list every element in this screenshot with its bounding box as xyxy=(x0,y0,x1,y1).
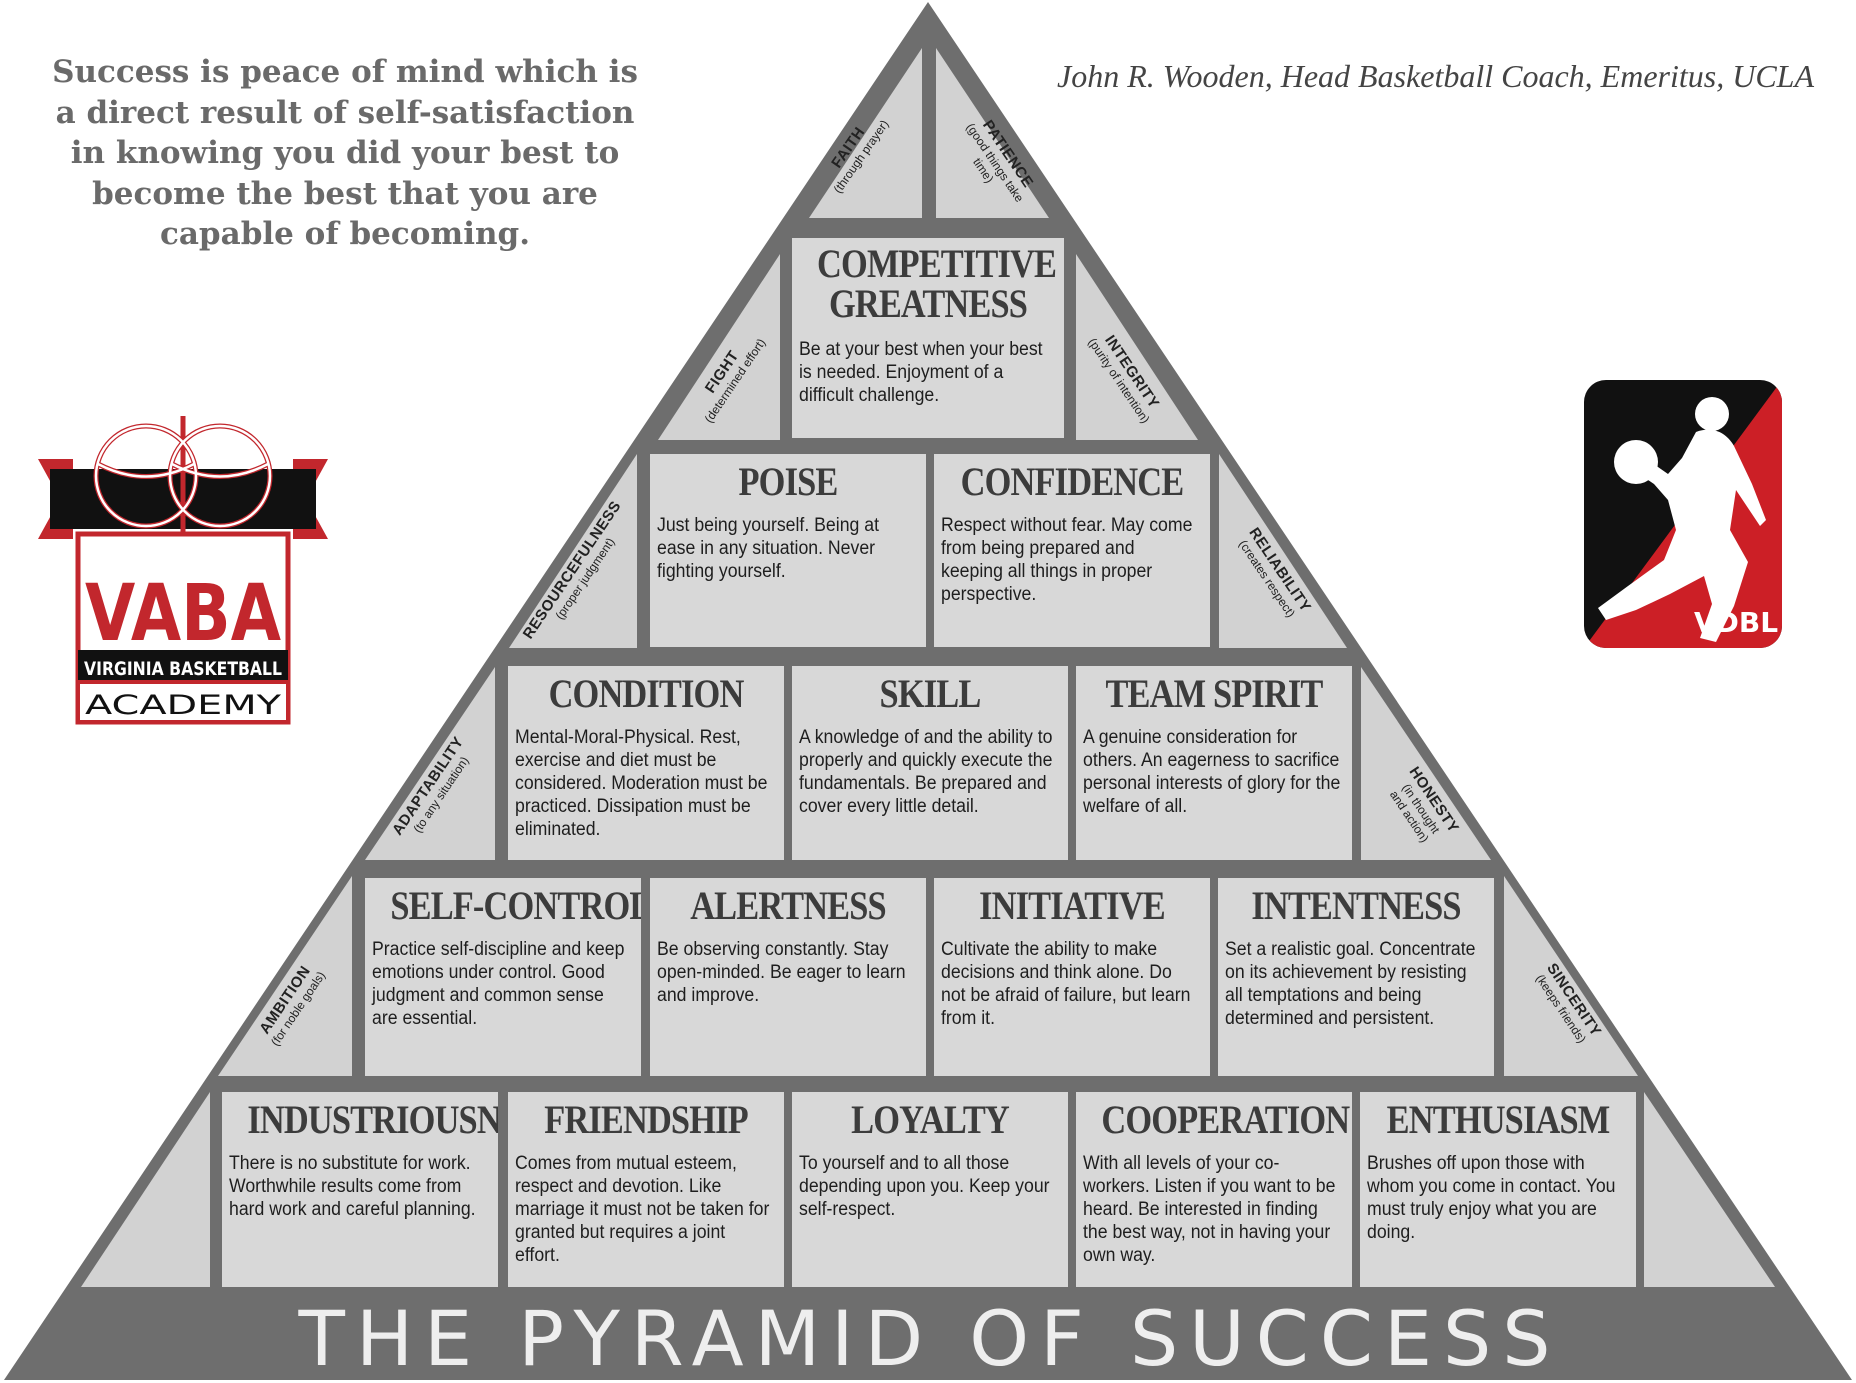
player-silhouette xyxy=(1598,429,1766,642)
vdbl-logo-graphic: VDBL xyxy=(1584,380,1782,648)
block-confidence: CONFIDENCE Respect without fear. May com… xyxy=(934,454,1210,647)
apex-right-panel xyxy=(936,48,1049,218)
block-cooperation: COOPERATION With all levels of your co-w… xyxy=(1076,1092,1352,1287)
vaba-logo-line1: VIRGINIA BASKETBALL xyxy=(84,658,282,680)
resourcefulness-panel xyxy=(509,454,637,648)
base-left-panel xyxy=(81,1092,210,1287)
block-intentness: INTENTNESS Set a realistic goal. Concent… xyxy=(1218,878,1494,1076)
apex-left-panel xyxy=(809,48,922,218)
vdbl-logo: VDBL xyxy=(1584,380,1782,648)
block-text: Just being yourself. Being at ease in an… xyxy=(657,515,879,582)
ambition-panel xyxy=(218,876,352,1076)
block-industriousness: INDUSTRIOUSNESS There is no substitute f… xyxy=(222,1092,498,1287)
reliability-panel xyxy=(1219,454,1347,648)
block-competitive-greatness: COMPETITIVE GREATNESS Be at your best wh… xyxy=(792,238,1064,438)
block-text: Practice self-discipline and keep emotio… xyxy=(372,939,625,1029)
block-loyalty: LOYALTY To yourself and to all those dep… xyxy=(792,1092,1068,1287)
block-title: FRIENDSHIP xyxy=(544,1097,748,1142)
block-title: ENTHUSIASM xyxy=(1386,1097,1611,1142)
vaba-logo-line2: ACADEMY xyxy=(85,690,282,721)
block-text: Cultivate the ability to make decisions … xyxy=(941,939,1191,1029)
block-team-spirit: TEAM SPIRIT A genuine consideration for … xyxy=(1076,666,1352,860)
pyramid-title: THE PYRAMID OF SUCCESS xyxy=(298,1294,1562,1383)
block-friendship: FRIENDSHIP Comes from mutual esteem, res… xyxy=(508,1092,784,1287)
vaba-logo-name: VABA xyxy=(85,569,281,659)
vaba-logo-graphic: VABA VIRGINIA BASKETBALL ACADEMY xyxy=(38,416,328,725)
block-text: Be at your best when your best is needed… xyxy=(799,339,1043,406)
honesty-panel xyxy=(1361,667,1491,860)
block-title: INTENTNESS xyxy=(1251,883,1461,928)
fight-panel xyxy=(658,254,780,440)
block-text: With all levels of your co-workers. List… xyxy=(1083,1153,1336,1266)
block-title: CONFIDENCE xyxy=(960,459,1185,504)
block-title: SELF-CONTROL xyxy=(390,883,641,928)
block-text: Respect without fear. May come from bein… xyxy=(941,515,1193,605)
block-text: A genuine consideration for others. An e… xyxy=(1083,727,1341,817)
block-condition: CONDITION Mental-Moral-Physical. Rest, e… xyxy=(508,666,784,860)
block-text: A knowledge of and the ability to proper… xyxy=(799,727,1053,817)
block-text: Mental-Moral-Physical. Rest, exercise an… xyxy=(515,727,768,840)
block-text: To yourself and to all those depending u… xyxy=(799,1153,1050,1220)
vaba-logo: VABA VIRGINIA BASKETBALL ACADEMY xyxy=(38,414,328,726)
block-title: COMPETITIVE GREATNESS xyxy=(817,241,1057,326)
block-title: LOYALTY xyxy=(851,1097,1010,1142)
base-right-panel xyxy=(1644,1092,1775,1287)
attribution: John R. Wooden, Head Basketball Coach, E… xyxy=(1057,58,1814,94)
vdbl-logo-name: VDBL xyxy=(1694,606,1778,639)
success-quote: Success is peace of mind which is a dire… xyxy=(52,54,638,252)
block-self-control: SELF-CONTROL Practice self-discipline an… xyxy=(365,878,641,1076)
sincerity-panel xyxy=(1504,876,1638,1076)
block-enthusiasm: ENTHUSIASM Brushes off upon those with w… xyxy=(1360,1092,1636,1287)
integrity-panel xyxy=(1076,254,1198,440)
block-title: CONDITION xyxy=(548,671,745,716)
block-title: ALERTNESS xyxy=(690,883,886,928)
block-title: INITIATIVE xyxy=(979,883,1166,928)
block-title: TEAM SPIRIT xyxy=(1105,671,1323,716)
block-text: There is no substitute for work. Worthwh… xyxy=(229,1153,476,1220)
block-skill: SKILL A knowledge of and the ability to … xyxy=(792,666,1068,860)
block-text: Brushes off upon those with whom you com… xyxy=(1367,1153,1616,1243)
block-initiative: INITIATIVE Cultivate the ability to make… xyxy=(934,878,1210,1076)
block-title: SKILL xyxy=(879,671,982,716)
block-alertness: ALERTNESS Be observing constantly. Stay … xyxy=(650,878,926,1076)
block-poise: POISE Just being yourself. Being at ease… xyxy=(650,454,926,647)
adaptability-panel xyxy=(365,667,495,860)
block-title: INDUSTRIOUSNESS xyxy=(247,1097,498,1142)
block-title: POISE xyxy=(738,459,839,504)
block-title: COOPERATION xyxy=(1101,1097,1350,1142)
block-text: Set a realistic goal. Concentrate on its… xyxy=(1225,939,1476,1029)
block-text: Be observing constantly. Stay open-minde… xyxy=(657,939,906,1006)
block-text: Comes from mutual esteem, respect and de… xyxy=(515,1153,770,1266)
